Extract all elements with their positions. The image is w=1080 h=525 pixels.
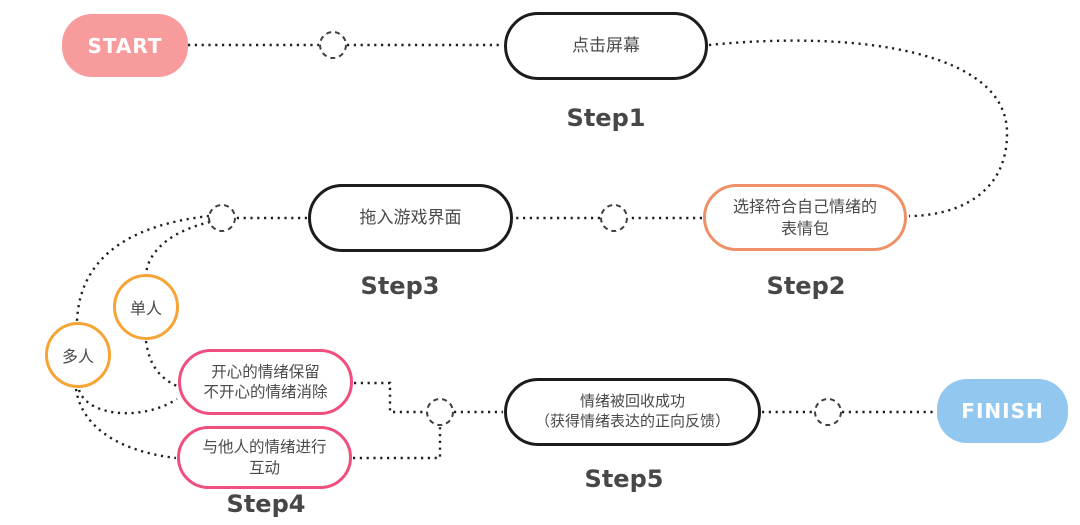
step4-option-interact-line1: 与他人的情绪进行 bbox=[202, 438, 327, 457]
branch-single-node: 单人 bbox=[113, 274, 179, 340]
junction-circle-1 bbox=[319, 31, 347, 59]
step2-text-line1: 选择符合自己情绪的 bbox=[732, 197, 877, 217]
junction-circle-3 bbox=[208, 204, 236, 232]
edge-multi-to-option-keep bbox=[77, 389, 178, 415]
edge-single-to-option-keep bbox=[144, 340, 178, 388]
step4-option-interact-line2: 互动 bbox=[248, 458, 280, 477]
step4-label: Step4 bbox=[226, 490, 306, 518]
step5-node: 情绪被回收成功 （获得情绪表达的正向反馈） bbox=[504, 378, 761, 446]
edge-step1-to-step2 bbox=[708, 39, 1009, 218]
start-node: START bbox=[62, 14, 188, 77]
step3-text: 拖入游戏界面 bbox=[359, 207, 462, 228]
step4-option-keep-line2: 不开心的情绪消除 bbox=[203, 383, 328, 401]
edge-junction3-to-single bbox=[144, 220, 211, 274]
step1-label: Step1 bbox=[566, 104, 646, 132]
junction-circle-4 bbox=[426, 398, 454, 426]
step2-node: 选择符合自己情绪的 表情包 bbox=[703, 184, 907, 251]
junction-circle-5 bbox=[814, 398, 842, 426]
step2-label: Step2 bbox=[766, 272, 846, 300]
step2-text-line2: 表情包 bbox=[780, 218, 829, 238]
step1-text: 点击屏幕 bbox=[572, 35, 640, 56]
step4-option-interact-node: 与他人的情绪进行 互动 bbox=[177, 426, 352, 489]
edge-option-keep-to-junction4 bbox=[354, 381, 426, 414]
branch-multi-text: 多人 bbox=[61, 347, 94, 366]
finish-node: FINISH bbox=[937, 379, 1068, 443]
edge-junction3-to-multi bbox=[75, 214, 210, 322]
step1-node: 点击屏幕 bbox=[504, 12, 708, 80]
step4-option-keep-line1: 开心的情绪保留 bbox=[211, 362, 320, 381]
junction-circle-2 bbox=[600, 204, 628, 232]
step3-label: Step3 bbox=[360, 272, 440, 300]
edge-option-interact-to-junction4 bbox=[353, 426, 442, 460]
branch-multi-node: 多人 bbox=[45, 322, 111, 388]
step5-text-line1: 情绪被回收成功 bbox=[579, 392, 685, 411]
step5-text-line2: （获得情绪表达的正向反馈） bbox=[534, 412, 730, 430]
step4-option-keep-node: 开心的情绪保留 不开心的情绪消除 bbox=[178, 349, 353, 415]
edge-multi-to-option-interact bbox=[74, 388, 177, 460]
step3-node: 拖入游戏界面 bbox=[308, 184, 513, 252]
step5-label: Step5 bbox=[584, 465, 664, 493]
branch-single-text: 单人 bbox=[129, 299, 162, 318]
